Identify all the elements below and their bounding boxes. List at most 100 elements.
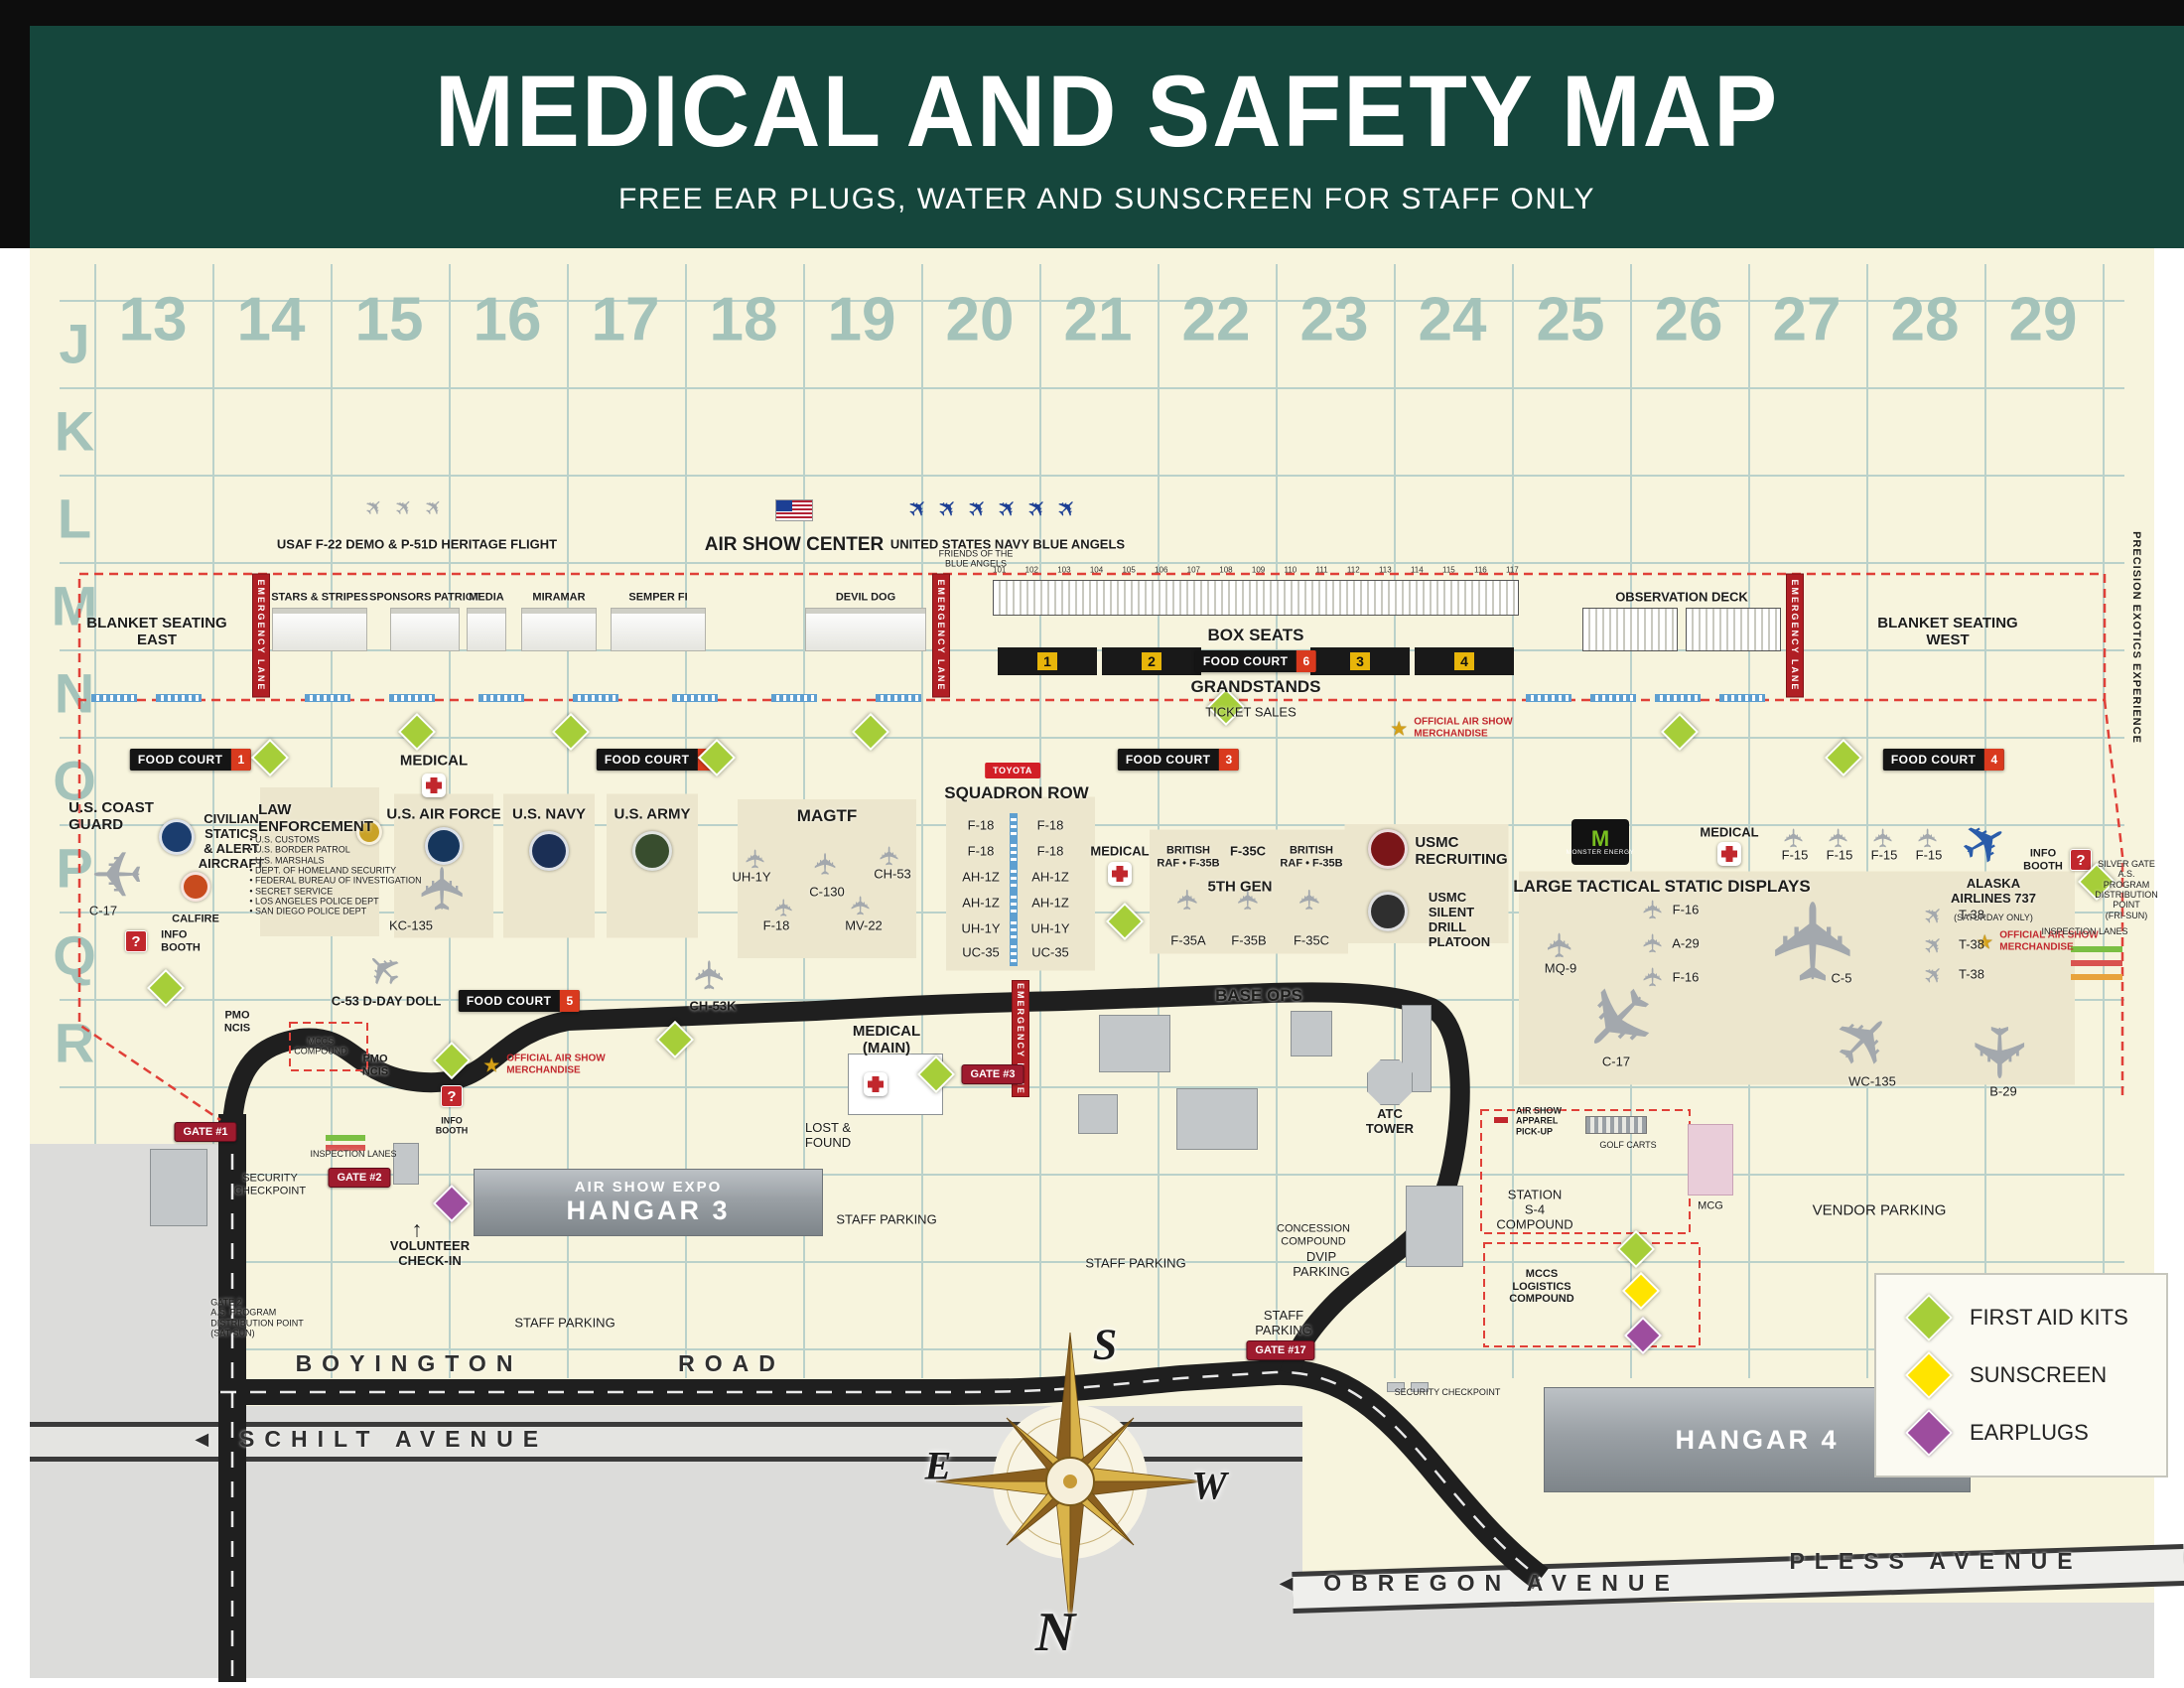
t38-label: T-38 bbox=[1958, 907, 1985, 922]
food-court-label: FOOD COURT bbox=[604, 753, 690, 767]
emergency-lane: EMERGENCY LANE bbox=[932, 573, 950, 698]
first-aid-marker bbox=[697, 738, 737, 777]
grid-line bbox=[60, 300, 2124, 302]
a29-label: A-29 bbox=[1672, 935, 1700, 951]
f15-icon: ✈ bbox=[1780, 827, 1810, 849]
food-court-number: 1 bbox=[230, 749, 252, 771]
c17-coast-guard-icon: ✈ bbox=[90, 835, 144, 909]
first-aid-marker bbox=[655, 1020, 695, 1059]
chalet-miramar bbox=[521, 608, 597, 651]
squadron-row-barrier bbox=[1010, 865, 1018, 891]
medical-cross-icon bbox=[422, 774, 446, 797]
emergency-lane: EMERGENCY LANE bbox=[1786, 573, 1804, 698]
b29-icon: ✈ bbox=[1957, 1022, 2040, 1083]
legend-label: FIRST AID KITS bbox=[1970, 1305, 2128, 1330]
box-seat-number: 4 bbox=[1454, 652, 1474, 670]
grid-col-14: 14 bbox=[236, 285, 306, 354]
usmc-recruiting-label: USMC RECRUITING bbox=[1415, 833, 1508, 868]
first-aid-marker bbox=[851, 712, 890, 752]
squadron-row-barrier bbox=[1010, 891, 1018, 916]
blanket-seating-east-label: BLANKET SEATING EAST bbox=[86, 614, 227, 648]
display-zone bbox=[946, 796, 1095, 971]
crowd-line bbox=[305, 694, 350, 702]
compass-letter-w: W bbox=[1191, 1463, 1227, 1508]
f18-icon: ✈ bbox=[770, 897, 798, 918]
blue-angels-jets-icon: ✈ bbox=[990, 491, 1025, 526]
squadron-aircraft-label: UH-1Y bbox=[961, 920, 1001, 936]
gate2-building bbox=[393, 1143, 419, 1185]
law-enforcement-label: LAW ENFORCEMENT bbox=[258, 800, 373, 835]
a29-icon: ✈ bbox=[1639, 932, 1669, 954]
fifth-gen-label: 5TH GEN bbox=[1207, 878, 1273, 896]
display-zone bbox=[260, 787, 379, 936]
f18-label: F-18 bbox=[762, 917, 790, 933]
inspection-lane-bar bbox=[2071, 960, 2122, 966]
seat-section-number: 105 bbox=[1122, 565, 1136, 575]
gate1-building bbox=[150, 1149, 207, 1226]
squadron-aircraft-label: UC-35 bbox=[962, 944, 1000, 960]
schilt-avenue-label: ◄ SCHILT AVENUE bbox=[190, 1425, 549, 1452]
crowd-line bbox=[672, 694, 718, 702]
food-court-number: 4 bbox=[1983, 749, 2005, 771]
inspection-lane-bar bbox=[326, 1145, 365, 1151]
squadron-aircraft-label: UC-35 bbox=[1031, 944, 1069, 960]
box-seat-number: 2 bbox=[1142, 652, 1161, 670]
chalet-semper-fi bbox=[611, 608, 706, 651]
info-booth-label: INFO BOOTH bbox=[435, 1115, 469, 1136]
seat-section-number: 116 bbox=[1473, 565, 1487, 575]
f15-label: F-15 bbox=[1870, 847, 1898, 863]
heritage-flight-jets-icon: ✈ bbox=[359, 492, 391, 524]
grandstands-label: GRANDSTANDS bbox=[1190, 677, 1321, 697]
box-seats-section: 2 bbox=[1102, 647, 1201, 675]
f15-label: F-15 bbox=[1826, 847, 1853, 863]
legend-label: SUNSCREEN bbox=[1970, 1362, 2108, 1387]
law-enforcement-badge bbox=[356, 819, 382, 845]
golf-carts-area bbox=[1585, 1116, 1647, 1134]
merchandise-label: OFFICIAL AIR SHOW MERCHANDISE bbox=[506, 1053, 606, 1076]
british-raf-label: BRITISH RAF • F-35B bbox=[1157, 844, 1220, 869]
legend-label: EARPLUGS bbox=[1970, 1420, 2089, 1445]
mcg-building bbox=[1688, 1124, 1733, 1196]
sunscreen-marker bbox=[1621, 1271, 1661, 1311]
grid-line bbox=[60, 387, 2124, 389]
seat-section-number: 104 bbox=[1089, 565, 1104, 575]
seat-section-number: 109 bbox=[1251, 565, 1266, 575]
inspection-lanes-label: INSPECTION LANES bbox=[2041, 925, 2128, 936]
food-court-label: FOOD COURT bbox=[137, 753, 223, 767]
large-tactical-label: LARGE TACTICAL STATIC DISPLAYS bbox=[1513, 877, 1811, 897]
first-aid-marker bbox=[250, 738, 290, 777]
c17-label: C-17 bbox=[1601, 1054, 1631, 1069]
f15-label: F-15 bbox=[1781, 847, 1809, 863]
grid-col-25: 25 bbox=[1536, 285, 1605, 354]
usaf-emblem bbox=[425, 827, 463, 865]
merchandise-label: OFFICIAL AIR SHOW MERCHANDISE bbox=[1414, 716, 1513, 740]
legend-item-sunscreen: SUNSCREEN bbox=[1904, 1350, 2166, 1400]
grandstand-structure bbox=[993, 580, 1519, 616]
calfire-label: CALFIRE bbox=[172, 913, 219, 925]
chalet-label: STARS & STRIPES bbox=[271, 591, 368, 604]
chalet-stars-stripes bbox=[272, 608, 367, 651]
boyington-road-label: ROAD bbox=[678, 1349, 785, 1376]
f35a-icon: ✈ bbox=[1171, 888, 1204, 912]
official-merchandise: ★OFFICIAL AIR SHOW MERCHANDISE bbox=[1976, 930, 2098, 953]
saturday-only-label: (SATURDAY ONLY) bbox=[1954, 912, 2033, 922]
page-subtitle: FREE EAR PLUGS, WATER AND SUNSCREEN FOR … bbox=[617, 183, 1595, 215]
chalet-sponsors-patriot bbox=[390, 608, 460, 651]
grid-line bbox=[60, 737, 2124, 739]
toyota-logo: TOYOTA bbox=[985, 763, 1040, 778]
f16-label: F-16 bbox=[1672, 969, 1700, 985]
grid-col-22: 22 bbox=[1181, 285, 1251, 354]
gate-17-badge: GATE #17 bbox=[1246, 1340, 1315, 1360]
squadron-row-barrier bbox=[1010, 940, 1018, 966]
medical-cross-icon bbox=[864, 1072, 887, 1096]
blue-angels-jets-icon: ✈ bbox=[1049, 491, 1085, 526]
grid-line bbox=[1866, 264, 1868, 1378]
f35c-label: F-35C bbox=[1293, 932, 1330, 948]
crowd-line bbox=[573, 694, 618, 702]
heritage-flight-jets-icon: ✈ bbox=[419, 492, 451, 524]
grid-line bbox=[921, 264, 923, 1378]
grid-line bbox=[1984, 264, 1986, 1378]
grid-col-15: 15 bbox=[354, 285, 424, 354]
squadron-aircraft-label: F-18 bbox=[1036, 817, 1064, 833]
